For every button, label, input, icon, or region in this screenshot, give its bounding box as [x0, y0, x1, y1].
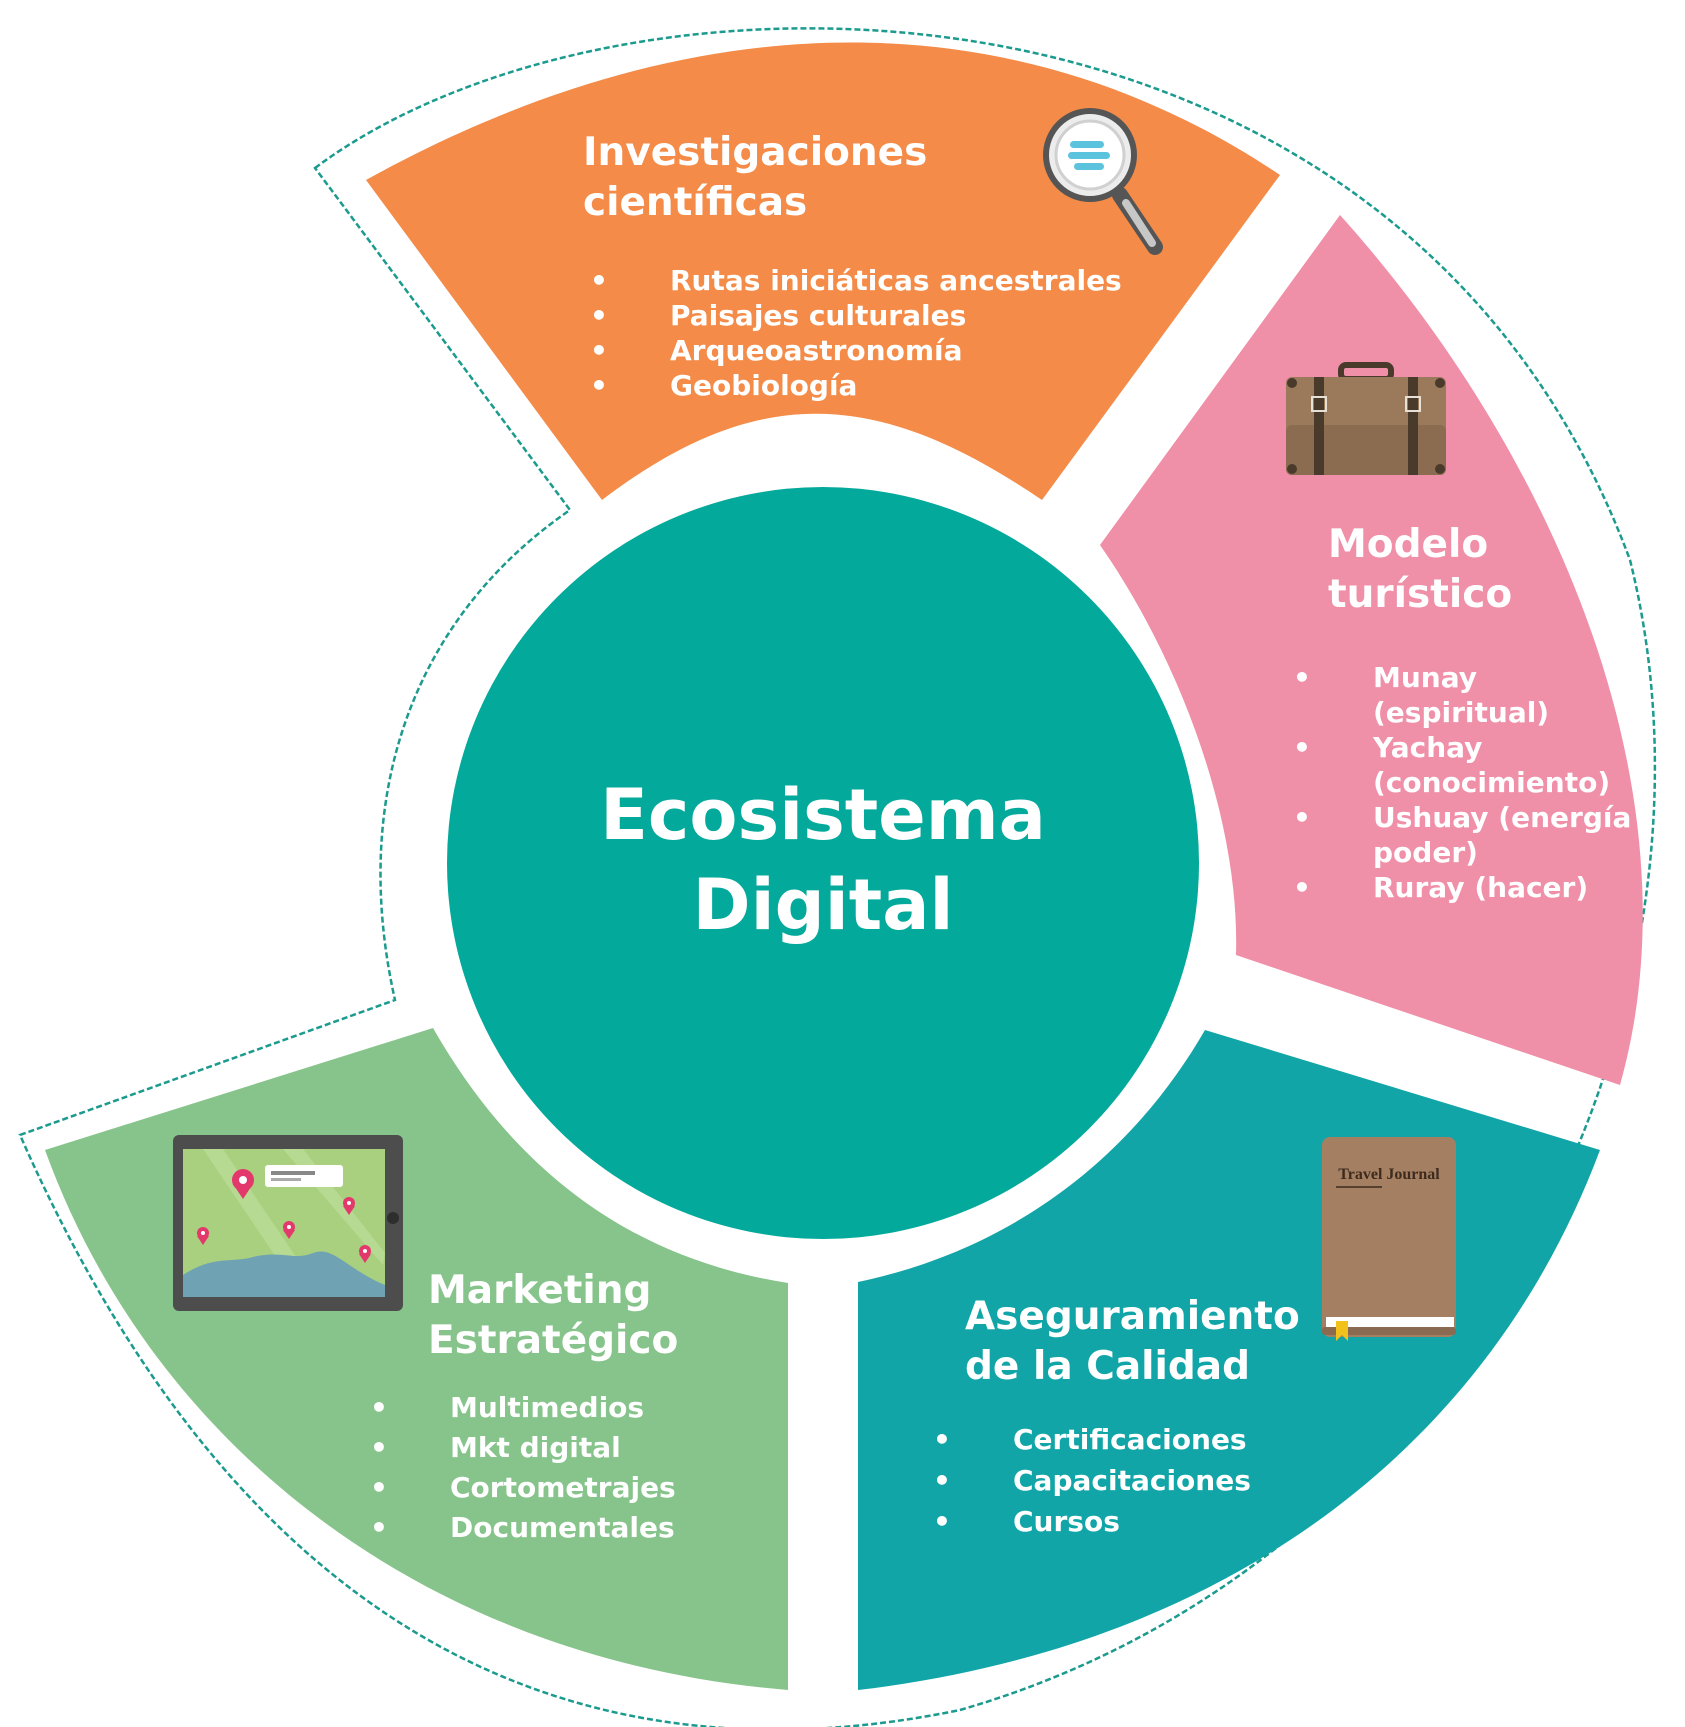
list-item: Ruray (hacer) — [1293, 870, 1631, 905]
center-circle — [447, 487, 1199, 1239]
list-item: Ushuay (energía poder) — [1293, 800, 1631, 870]
list-investigaciones: Rutas iniciáticas ancestrales Paisajes c… — [590, 263, 1122, 403]
list-item: Munay (espiritual) — [1293, 660, 1631, 730]
title-aseguramiento-line2: de la Calidad — [965, 1344, 1251, 1389]
title-investigaciones-line2: científicas — [583, 180, 808, 225]
list-item: Cursos — [933, 1501, 1251, 1542]
list-item: Paisajes culturales — [590, 298, 1122, 333]
list-item: Rutas iniciáticas ancestrales — [590, 263, 1122, 298]
title-marketing: Marketing Estratégico — [428, 1266, 678, 1366]
title-modelo-line1: Modelo — [1328, 522, 1489, 567]
list-item: Certificaciones — [933, 1419, 1251, 1460]
list-item: Multimedios — [370, 1388, 676, 1428]
book-label: Travel Journal — [1338, 1166, 1440, 1183]
magnifier-icon — [1043, 108, 1163, 255]
list-marketing: Multimedios Mkt digital Cortometrajes Do… — [370, 1388, 676, 1548]
title-marketing-line2: Estratégico — [428, 1318, 679, 1363]
list-item: Capacitaciones — [933, 1460, 1251, 1501]
title-modelo-line2: turístico — [1328, 572, 1513, 617]
list-item: Geobiología — [590, 368, 1122, 403]
title-investigaciones-line1: Investigaciones — [583, 130, 928, 175]
center-title-line1: Ecosistema — [600, 774, 1046, 856]
tablet-map-icon — [173, 1135, 403, 1311]
list-item: Yachay (conocimiento) — [1293, 730, 1631, 800]
list-aseguramiento: Certificaciones Capacitaciones Cursos — [933, 1419, 1251, 1542]
center-title: Ecosistema Digital — [523, 770, 1123, 950]
list-item: Documentales — [370, 1508, 676, 1548]
title-aseguramiento-line1: Aseguramiento — [965, 1294, 1300, 1339]
title-investigaciones: Investigaciones científicas — [583, 128, 927, 228]
suitcase-icon — [1286, 362, 1446, 475]
center-title-line2: Digital — [692, 864, 954, 946]
title-aseguramiento: Aseguramiento de la Calidad — [965, 1292, 1300, 1392]
title-marketing-line1: Marketing — [428, 1268, 652, 1313]
list-modelo: Munay (espiritual) Yachay (conocimiento)… — [1293, 660, 1631, 905]
title-modelo: Modelo turístico — [1328, 520, 1512, 620]
list-item: Mkt digital — [370, 1428, 676, 1468]
list-item: Arqueoastronomía — [590, 333, 1122, 368]
travel-journal-icon: Travel Journal — [1322, 1137, 1456, 1341]
list-item: Cortometrajes — [370, 1468, 676, 1508]
